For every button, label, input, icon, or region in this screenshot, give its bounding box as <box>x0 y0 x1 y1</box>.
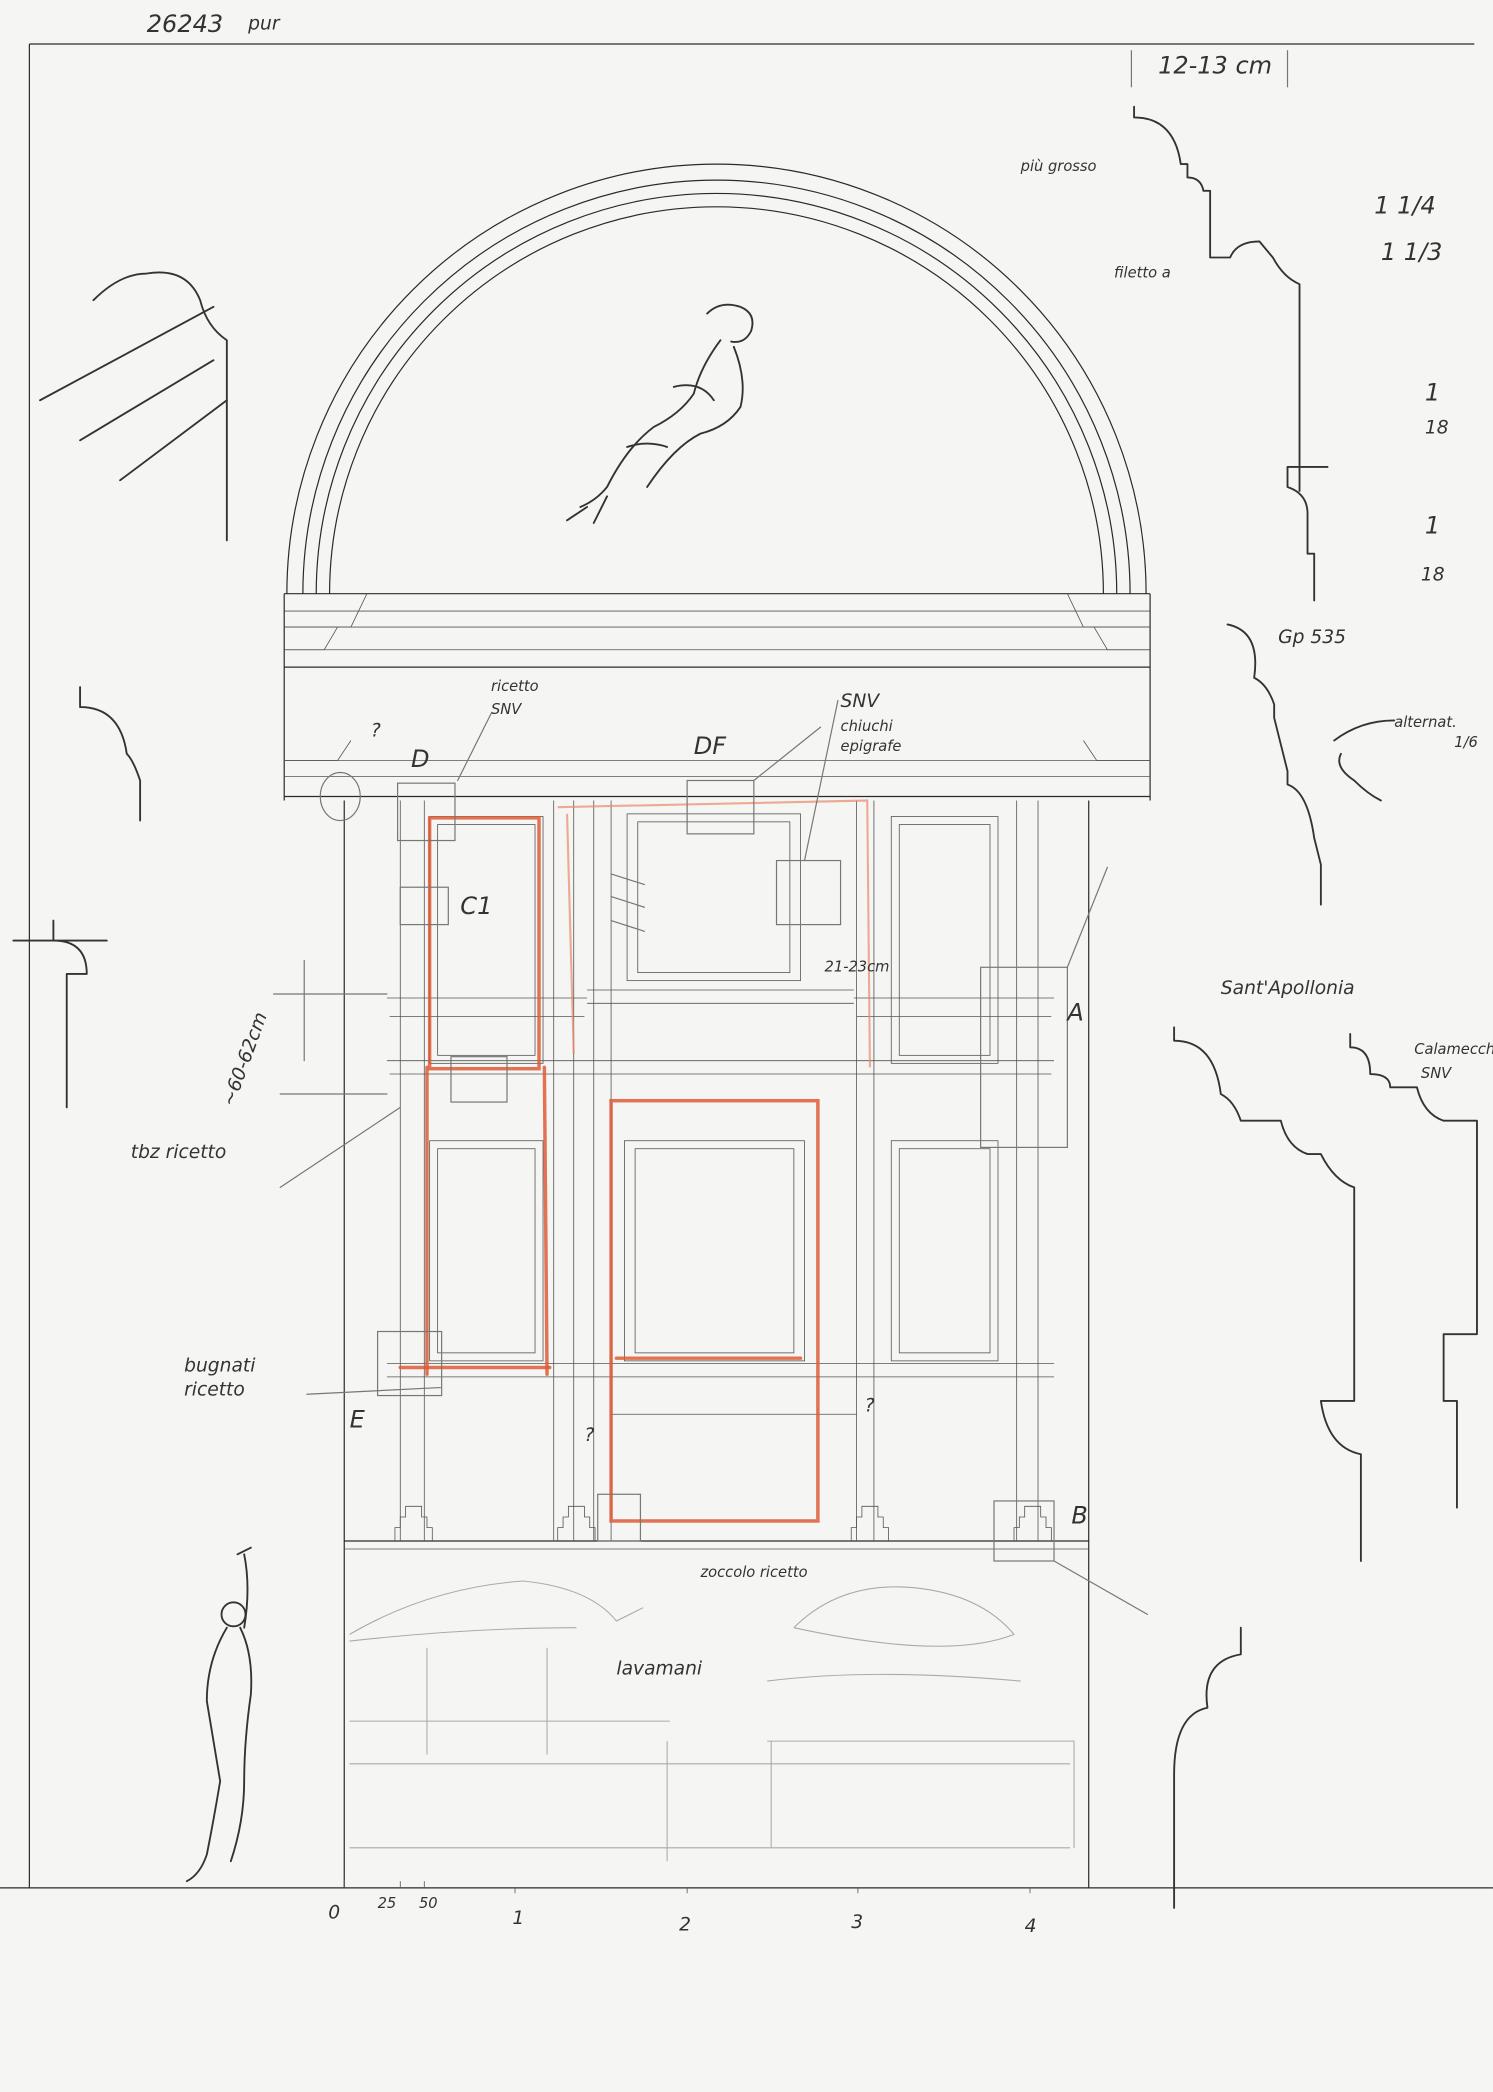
elevation-annotations: ricetto SNV SNV chiuchi epigrafe D DF C1… <box>131 678 1088 1679</box>
calamecchi-label: Calamecchi <box>1414 1041 1493 1058</box>
question-mark: ? <box>865 1396 875 1417</box>
scale-tick-25: 25 <box>378 1895 397 1912</box>
reclining-figure-sketch <box>566 303 754 524</box>
fregio-ricetto-label: tbz ricetto <box>131 1142 227 1163</box>
zoccolo-ricetto-label: zoccolo ricetto <box>699 1564 807 1581</box>
detail-callout-boxes <box>279 699 1149 1615</box>
capital-band <box>386 989 1055 1378</box>
red-pencil-overlays <box>398 799 871 1523</box>
detail-label-c1: C1 <box>460 892 492 920</box>
width-dimension-label: 12-13 cm <box>1158 51 1272 79</box>
snv-epigrafe: epigrafe <box>841 738 902 755</box>
ratio-d-numerator: 1 <box>1425 512 1440 540</box>
ratio-d-denominator: 18 <box>1421 564 1445 585</box>
facade-elevation <box>343 800 1090 1888</box>
detail-label-a: A <box>1065 999 1083 1027</box>
profile-annotations: 12-13 cm più grosso filetto a 1 1/4 1 1/… <box>1020 50 1493 1082</box>
ratio-c-numerator: 1 <box>1425 378 1440 406</box>
detail-label-d: D <box>411 745 429 773</box>
detail-label-df: DF <box>694 732 727 760</box>
bugnati-ricetto-label: ricetto <box>184 1380 245 1401</box>
lavamani-sketch <box>349 1580 1075 1862</box>
reference-code: Gp 535 <box>1278 627 1346 648</box>
scale-tick-4: 4 <box>1025 1916 1037 1937</box>
lunette-arch <box>286 163 1147 594</box>
catalog-number-text: 26243 <box>147 10 223 38</box>
ratio-c-denominator: 18 <box>1425 418 1449 439</box>
question-mark: ? <box>371 720 381 741</box>
cornice-profiles <box>12 105 1478 1909</box>
catalog-number: 26243 pur <box>147 10 281 38</box>
entablature <box>283 593 1151 801</box>
ratio-b-label: 1 1/3 <box>1381 238 1443 266</box>
question-mark: ? <box>584 1425 594 1446</box>
recessed-panels <box>429 813 999 1415</box>
note-filetto: filetto a <box>1114 265 1171 282</box>
sant-apollonia-label: Sant'Apollonia <box>1221 978 1355 999</box>
scale-tick-1: 1 <box>512 1908 524 1929</box>
catalog-initials: pur <box>247 13 281 34</box>
drawing-frame <box>0 43 1493 1889</box>
scale-tick-0: 0 <box>328 1903 340 1924</box>
bugnati-label: bugnati <box>184 1356 256 1377</box>
dimension-21-23cm: 21-23cm <box>825 958 890 975</box>
scale-tick-3: 3 <box>851 1912 863 1933</box>
lavamani-label: lavamani <box>616 1658 703 1679</box>
snv-note-2: chiuchi <box>841 718 893 735</box>
snv-label: SNV <box>841 691 881 712</box>
ricetto-snv-label: SNV <box>491 701 522 718</box>
alternative-ratio: 1/6 <box>1454 734 1478 751</box>
scale-tick-50: 50 <box>419 1895 438 1912</box>
calamecchi-snv-label: SNV <box>1421 1065 1452 1082</box>
pilaster-bases <box>394 1505 1052 1541</box>
scale-bar: 0 25 50 1 2 3 4 <box>328 1879 1037 1937</box>
detail-label-b: B <box>1071 1502 1087 1530</box>
pilasters <box>399 800 1039 1541</box>
detail-label-e: E <box>350 1406 366 1434</box>
scale-tick-2: 2 <box>679 1915 691 1936</box>
standing-figure-sketch <box>185 1546 253 1883</box>
alternative-label: alternat. <box>1394 714 1457 731</box>
ricetto-label: ricetto <box>491 678 539 695</box>
height-dimension-label: ~60-62cm <box>218 1010 271 1110</box>
note-piu-grosso: più grosso <box>1020 158 1097 175</box>
ratio-a-label: 1 1/4 <box>1374 191 1436 219</box>
